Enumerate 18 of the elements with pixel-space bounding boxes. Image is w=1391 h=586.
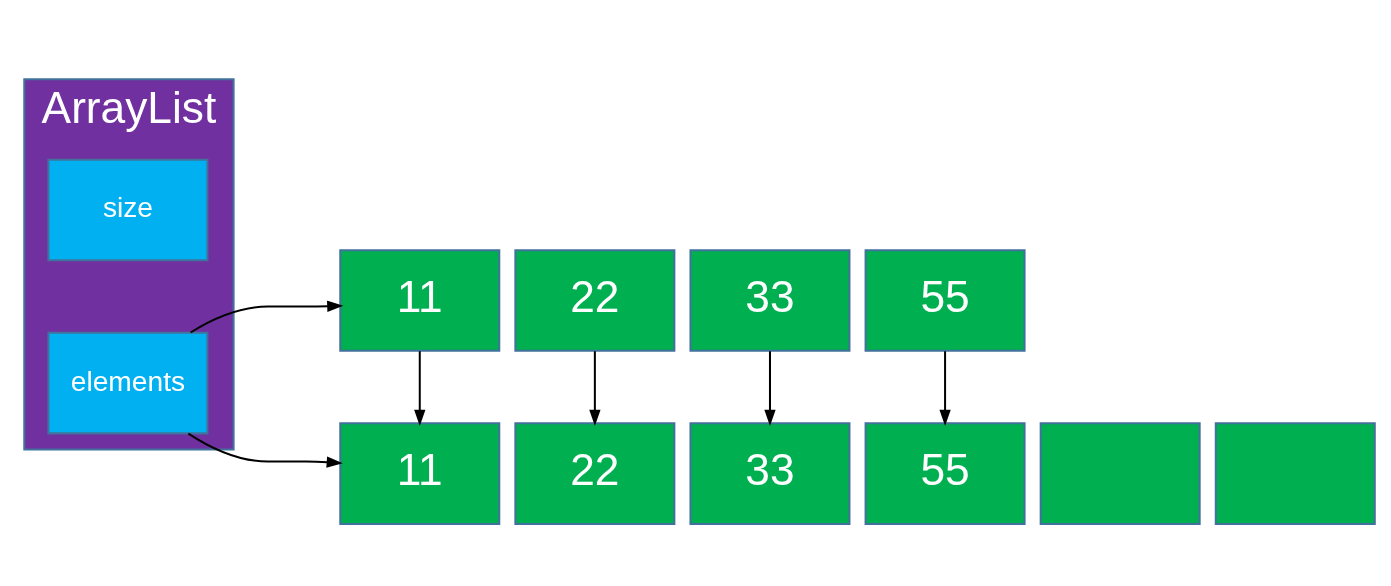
node-box: size bbox=[47, 158, 209, 261]
node-box: 33 bbox=[689, 421, 851, 525]
node-box bbox=[1214, 421, 1376, 525]
node-box: 11 bbox=[339, 248, 501, 352]
node-box: 55 bbox=[864, 421, 1026, 525]
node-box: 33 bbox=[689, 248, 851, 352]
arrow bbox=[414, 350, 426, 426]
arrow bbox=[939, 350, 951, 426]
node-box: 11 bbox=[339, 421, 501, 525]
node-box: 22 bbox=[514, 248, 676, 352]
node-box bbox=[1039, 421, 1201, 525]
node-box: 55 bbox=[864, 248, 1026, 352]
arrow bbox=[764, 350, 776, 426]
node-box: 22 bbox=[514, 421, 676, 525]
arrow bbox=[190, 300, 344, 333]
arrow bbox=[187, 432, 343, 468]
node-box: elements bbox=[47, 331, 209, 434]
arrow bbox=[589, 350, 601, 426]
